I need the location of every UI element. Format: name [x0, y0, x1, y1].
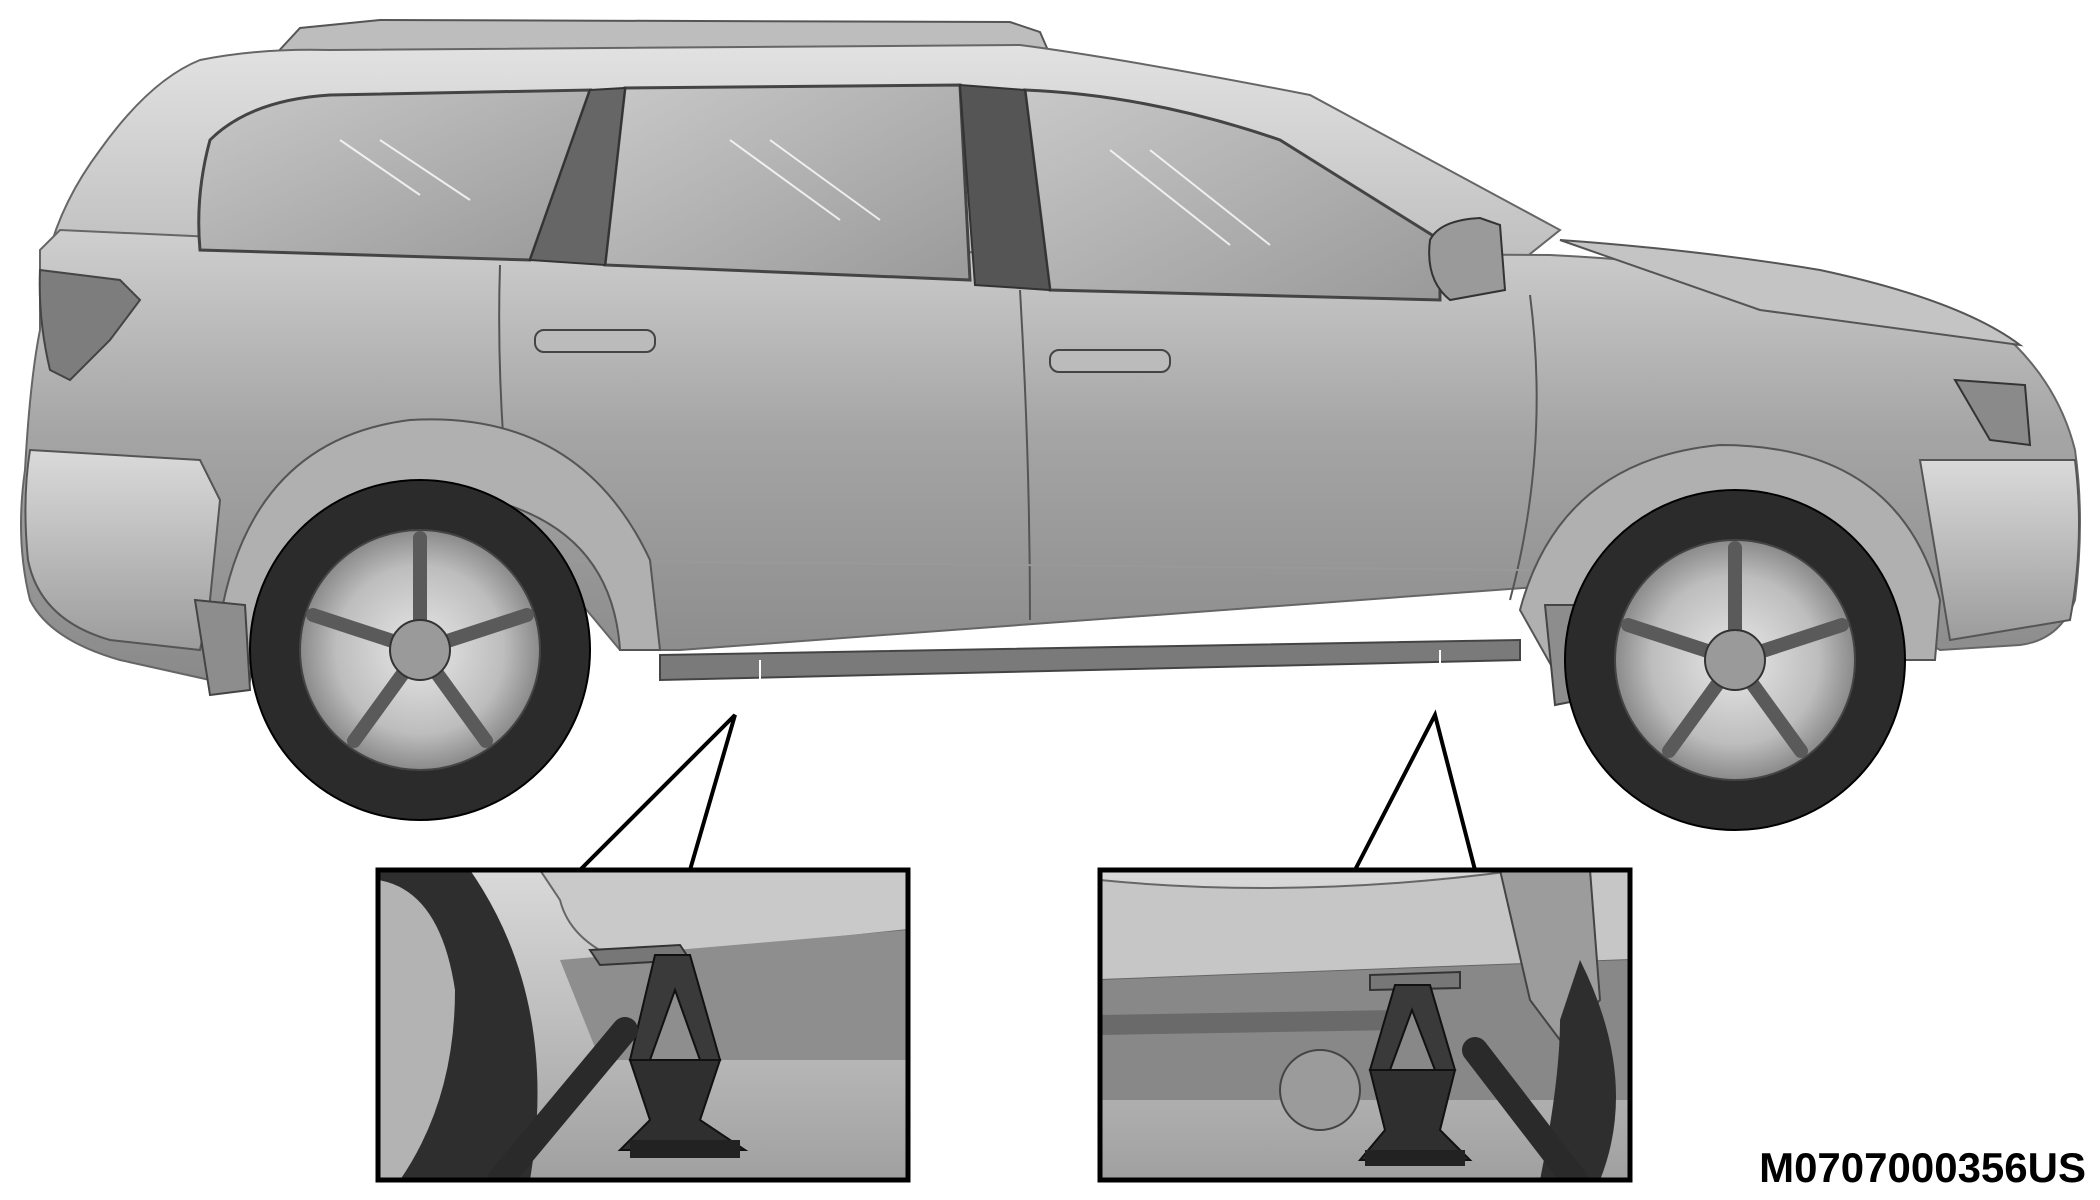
front-door-window	[1023, 88, 1442, 302]
tail-lamp	[38, 268, 142, 382]
b-pillar	[958, 83, 1052, 292]
rear-door-handle	[534, 329, 656, 353]
door-seam-front	[1509, 294, 1538, 601]
hood	[1559, 239, 2024, 347]
rocker-panel	[659, 638, 1521, 682]
rear-mud-flap	[193, 598, 252, 697]
vehicle-side-view	[20, 18, 2081, 831]
front-wheel	[1564, 489, 1906, 831]
side-mirror	[1428, 216, 1507, 302]
jack-handle-left	[487, 1017, 638, 1180]
body-crease	[509, 559, 1531, 571]
headlamp	[1953, 378, 2032, 447]
rear-bumper	[24, 448, 222, 652]
front-door-handle	[1049, 349, 1171, 373]
scissor-jack-right	[1357, 984, 1473, 1166]
front-bumper	[1918, 459, 2080, 642]
door-seam-middle	[1019, 289, 1031, 621]
c-pillar	[528, 86, 627, 267]
callout-leaders	[578, 709, 1477, 872]
window-glare	[339, 139, 1271, 246]
inset-rear-jack-point	[1097, 867, 1633, 1183]
figure-code: M0707000356US	[1759, 1144, 2086, 1191]
jack-handle-right	[1462, 1037, 1588, 1180]
rear-quarter-window	[197, 88, 593, 262]
scissor-jack-left	[617, 954, 749, 1158]
rear-wheel	[249, 479, 591, 821]
inset-front-jack-point	[375, 867, 911, 1183]
